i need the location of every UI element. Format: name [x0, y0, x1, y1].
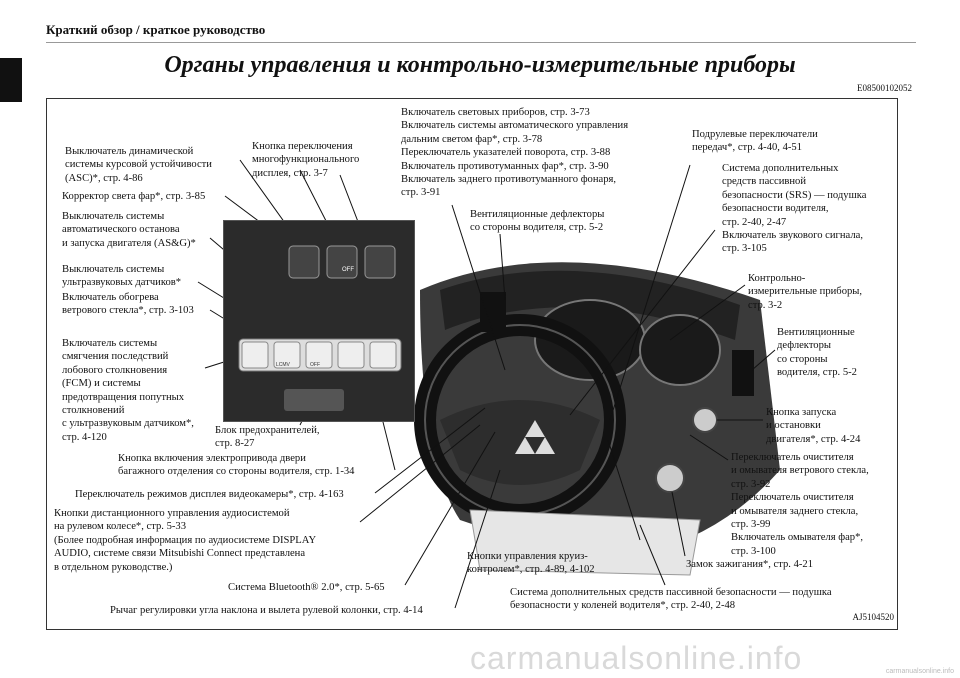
label-knee-airbag: Система дополнительных средств пассивной… — [510, 587, 832, 612]
leader-lines — [197, 159, 776, 609]
figure-code: AJ5104520 — [852, 612, 894, 622]
label-asc: Выключатель динамической системы курсово… — [65, 146, 212, 184]
fcm-switch — [241, 341, 269, 369]
label-camera-mode: Переключатель режимов дисплея видеокамер… — [75, 489, 344, 500]
label-tailgate: Кнопка включения электропривода двери ба… — [118, 453, 355, 478]
vent-side — [732, 350, 754, 396]
label-ignition: Замок зажигания*, стр. 4-21 — [686, 559, 814, 570]
page-title: Органы управления и контрольно-измерител… — [164, 52, 796, 78]
lcmv-text: LCMV — [276, 362, 291, 368]
label-wipers: Переключатель очистителя и омывателя вет… — [731, 452, 869, 557]
label-vents-side: Вентиляционные дефлекторы со стороны вод… — [777, 327, 857, 379]
mitsubishi-logo-top — [525, 420, 545, 437]
label-bluetooth: Система Bluetooth® 2.0*, стр. 5-65 — [228, 582, 385, 593]
asc-switch — [326, 245, 358, 279]
side-tab — [0, 58, 22, 102]
sonar-switch — [305, 341, 333, 369]
watermark-small: carmanualsonline.info — [885, 668, 954, 675]
switch-panel-inset: OFF LCMV OFF — [223, 220, 415, 422]
defogger-switch — [369, 341, 397, 369]
label-start-button: Кнопка запуска и остановки двигателя*, с… — [766, 407, 861, 445]
mitsubishi-logo-left — [515, 437, 535, 454]
section-header: Краткий обзор / краткое руководство — [46, 22, 266, 37]
label-srs-horn: Система дополнительных средств пассивной… — [722, 163, 867, 255]
steering-hub — [440, 400, 600, 485]
srch-off-text: OFF — [310, 362, 320, 368]
knee-panel — [469, 509, 701, 576]
label-fcm: Включатель системы смягчения последствий… — [62, 338, 194, 443]
header-rule — [46, 42, 916, 43]
label-cruise: Кнопки управления круиз- контролем*, стр… — [467, 551, 595, 576]
label-fuse-box: Блок предохранителей, стр. 8-27 — [215, 425, 320, 450]
label-instruments: Контрольно- измерительные приборы, стр. … — [748, 273, 863, 311]
label-vents-driver: Вентиляционные дефлекторы со стороны вод… — [470, 209, 605, 234]
label-asg: Выключатель системы автоматического оста… — [62, 211, 196, 249]
label-multi-display: Кнопка переключения многофункционального… — [252, 141, 360, 179]
vent-center-left — [480, 292, 506, 332]
mitsubishi-logo-right — [535, 437, 555, 454]
label-headlight-level: Корректор света фар*, стр. 3-85 — [62, 191, 206, 202]
section-code: E08500102052 — [857, 83, 912, 93]
switch-panel-drawing: OFF LCMV OFF — [238, 245, 402, 411]
dashboard-figure — [46, 98, 898, 630]
lcmv-switch — [273, 341, 301, 369]
fuse-box-cover — [284, 389, 344, 411]
label-tilt-lever: Рычаг регулировки угла наклона и вылета … — [110, 605, 423, 616]
headlight-level-switch — [288, 245, 320, 279]
tachometer — [639, 314, 721, 386]
label-sonar: Выключатель системы ультразвуковых датчи… — [62, 264, 182, 289]
label-defogger: Включатель обогрева ветрового стекла*, с… — [62, 292, 194, 317]
label-audio-remote: Кнопки дистанционного управления аудиоси… — [54, 508, 317, 573]
multi-display-switch — [364, 245, 396, 279]
start-button-shape — [692, 407, 718, 433]
label-lights: Включатель световых приборов, стр. 3-73 … — [401, 107, 629, 199]
watermark: carmanualsonline.info — [470, 640, 803, 676]
label-paddle: Подрулевые переключатели передач*, стр. … — [692, 129, 818, 154]
asc-off-text: OFF — [342, 267, 354, 273]
ignition-shape — [655, 463, 685, 493]
asg-switch — [337, 341, 365, 369]
